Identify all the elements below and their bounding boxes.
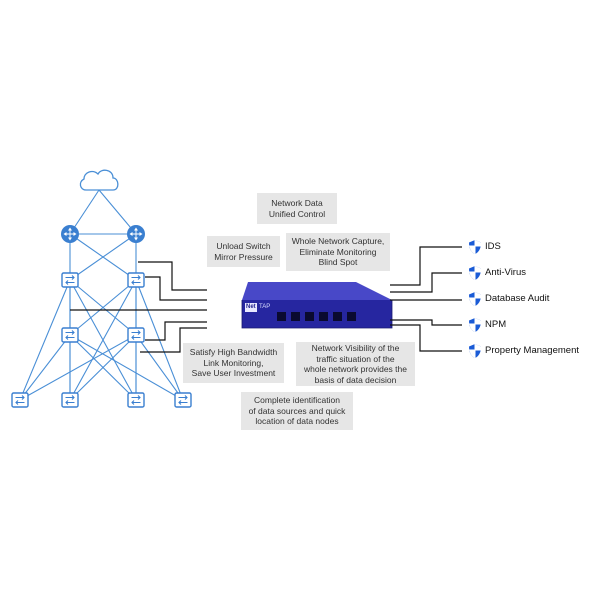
router-icon — [60, 224, 80, 244]
callout-unified-control: Network Data Unified Control — [257, 193, 337, 224]
input-connectors — [70, 261, 207, 353]
output-label-anti-virus: Anti-Virus — [485, 267, 527, 278]
shield-icon — [468, 265, 482, 281]
shield-icon — [468, 343, 482, 359]
cloud-icon — [79, 169, 119, 191]
switch-icon — [174, 392, 192, 408]
callout-text: Network Visibility of the traffic situat… — [303, 343, 407, 385]
switch-icon — [61, 327, 79, 343]
switch-icon — [11, 392, 29, 408]
shield-icon — [468, 239, 482, 255]
callout-text: Complete identification of data sources … — [248, 395, 346, 427]
network-links — [19, 189, 184, 401]
device-logo: Net TAP — [245, 303, 271, 313]
shield-icon — [468, 317, 482, 333]
switch-icon — [127, 272, 145, 288]
switch-icon — [127, 327, 145, 343]
callout-unload-switch: Unload Switch Mirror Pressure — [207, 236, 280, 267]
router-icon — [126, 224, 146, 244]
switch-icon — [127, 392, 145, 408]
logo-text: TAP — [259, 304, 271, 310]
output-label-npm: NPM — [485, 319, 507, 330]
callout-text: Unload Switch Mirror Pressure — [214, 241, 273, 262]
callout-whole-capture: Whole Network Capture, Eliminate Monitor… — [286, 233, 390, 271]
callout-high-bandwidth: Satisfy High Bandwidth Link Monitoring, … — [183, 343, 284, 383]
callout-text: Network Data Unified Control — [268, 198, 326, 219]
switch-icon — [61, 392, 79, 408]
output-label-database-audit: Database Audit — [485, 293, 550, 304]
tap-device — [241, 282, 393, 329]
output-label-property-management: Property Management — [485, 345, 579, 356]
output-label-ids: IDS — [485, 241, 501, 252]
callout-text: Whole Network Capture, Eliminate Monitor… — [291, 236, 385, 268]
callout-visibility: Network Visibility of the traffic situat… — [296, 342, 415, 386]
callout-identification: Complete identification of data sources … — [241, 392, 353, 430]
logo-mark: Net — [245, 303, 257, 312]
callout-text: Satisfy High Bandwidth Link Monitoring, … — [189, 347, 278, 379]
output-connectors — [390, 246, 462, 352]
shield-icon — [468, 291, 482, 307]
switch-icon — [61, 272, 79, 288]
